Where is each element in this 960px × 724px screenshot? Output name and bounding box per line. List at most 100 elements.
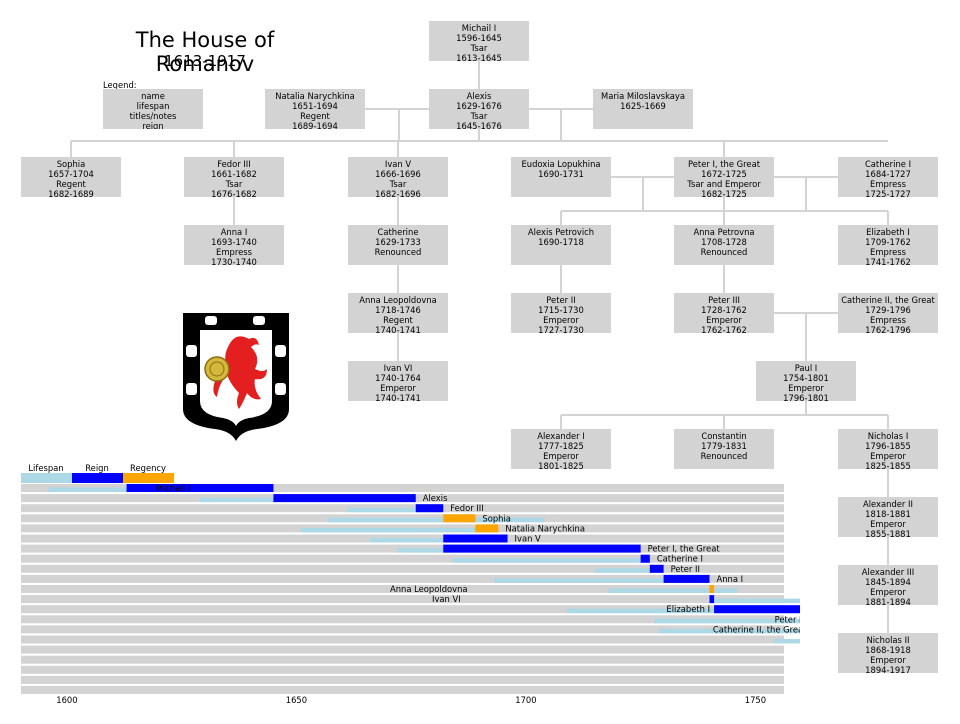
person-detail: Renounced	[700, 451, 748, 461]
legend-label-regency: Regency	[130, 463, 166, 473]
person-detail: 1754-1801	[783, 373, 829, 383]
person-detail: 1740-1741	[375, 393, 421, 401]
person-detail: 1613-1645	[456, 53, 502, 61]
person-detail: 1845-1894	[865, 577, 911, 587]
legend-swatch-regency	[123, 473, 174, 483]
person-detail: Renounced	[700, 247, 748, 257]
reign-bar	[126, 484, 274, 492]
person-detail: 1661-1682	[211, 169, 257, 179]
person-detail: 1741-1762	[865, 257, 911, 265]
timeline-row-label: Ivan VI	[432, 594, 461, 604]
person-name: Constantin	[701, 431, 747, 441]
person-name: Peter II	[546, 295, 576, 305]
timeline-row-bg	[21, 585, 784, 593]
person-detail: Emperor	[788, 383, 824, 393]
person-detail: 1715-1730	[538, 305, 584, 315]
legend-lifespan: lifespan	[136, 101, 170, 111]
person-name: Alexis	[466, 91, 492, 101]
person-detail: Tsar	[470, 43, 488, 53]
timeline-row-bg	[21, 675, 784, 684]
person-name: Eudoxia Lopukhina	[521, 159, 601, 169]
person-detail: 1666-1696	[375, 169, 421, 179]
person-detail: Empress	[870, 315, 906, 325]
person-detail: 1728-1762	[701, 305, 747, 315]
person-detail: Tsar	[225, 179, 243, 189]
person-name: Paul I	[794, 363, 818, 373]
person-detail: Emperor	[870, 519, 906, 529]
person-name: Elizabeth I	[866, 227, 910, 237]
person-detail: 1740-1741	[375, 325, 421, 333]
person-name: Michail I	[461, 23, 497, 33]
timeline-row-label: Elizabeth I	[666, 604, 710, 614]
person-detail: 1596-1645	[456, 33, 502, 43]
person-name: Peter III	[708, 295, 740, 305]
lifespan-bar	[567, 608, 800, 614]
reign-bar	[649, 564, 664, 573]
person-name: Anna Leopoldovna	[359, 295, 437, 305]
person-detail: 1762-1762	[701, 325, 747, 333]
page-title: The House of Romanov	[135, 28, 275, 76]
person-detail: 1796-1855	[865, 441, 911, 451]
timeline-row-label: Alexis	[423, 493, 448, 503]
regency-bar	[443, 514, 476, 523]
person-detail: 1682-1689	[48, 189, 94, 197]
legend-box: name lifespan titles/notes reign	[103, 89, 203, 129]
timeline-row-bg	[21, 564, 784, 573]
person-detail: 1725-1727	[865, 189, 911, 197]
reign-bar	[663, 574, 710, 583]
person-detail: Emperor	[380, 383, 416, 393]
lifespan-bar	[328, 517, 545, 523]
lifespan-bar	[369, 538, 508, 543]
person-name: Natalia Narychkina	[275, 91, 355, 101]
timeline-row-bg	[21, 655, 784, 664]
reign-bar	[415, 504, 444, 513]
legend-label-lifespan: Lifespan	[28, 463, 63, 473]
page-subtitle: 1613-1917	[164, 52, 246, 70]
person-detail: 1881-1894	[865, 597, 911, 605]
person-detail: 1682-1725	[701, 189, 747, 197]
person-detail: 1645-1676	[456, 121, 502, 129]
lifespan-bar	[493, 578, 710, 583]
timeline-row-label: Catherine II, the Great	[713, 624, 800, 634]
timeline-row-label: Catherine I	[657, 554, 703, 564]
timeline-row-bg	[21, 645, 784, 654]
person-detail: 1625-1669	[620, 101, 666, 111]
timeline-row-bg	[21, 665, 784, 674]
timeline-row-label: Peter I, the Great	[648, 544, 721, 554]
timeline-row-bg	[21, 625, 784, 634]
timeline-row-label: Peter II	[671, 564, 700, 574]
axis-tick-label: 1600	[56, 695, 77, 705]
person-detail: 1676-1682	[211, 189, 257, 197]
person-detail: 1740-1764	[375, 373, 421, 383]
person-detail: Emperor	[706, 315, 742, 325]
reign-bar	[273, 494, 416, 503]
timeline-row-bg	[21, 635, 784, 644]
timeline-row-label: Natalia Narychkina	[505, 523, 585, 533]
person-detail: 1690-1718	[538, 237, 584, 247]
reign-bar	[640, 554, 650, 563]
person-name: Fedor III	[217, 159, 251, 169]
person-detail: Regent	[56, 179, 86, 189]
lifespan-bar	[654, 618, 800, 624]
person-detail: Emperor	[543, 315, 579, 325]
reign-bar	[443, 544, 641, 553]
legend-swatch-lifespan	[21, 473, 72, 483]
lifespan-bar	[709, 598, 800, 604]
legend-reign: reign	[142, 121, 164, 129]
person-name: Catherine I	[864, 159, 912, 169]
person-detail: 1682-1696	[375, 189, 421, 197]
